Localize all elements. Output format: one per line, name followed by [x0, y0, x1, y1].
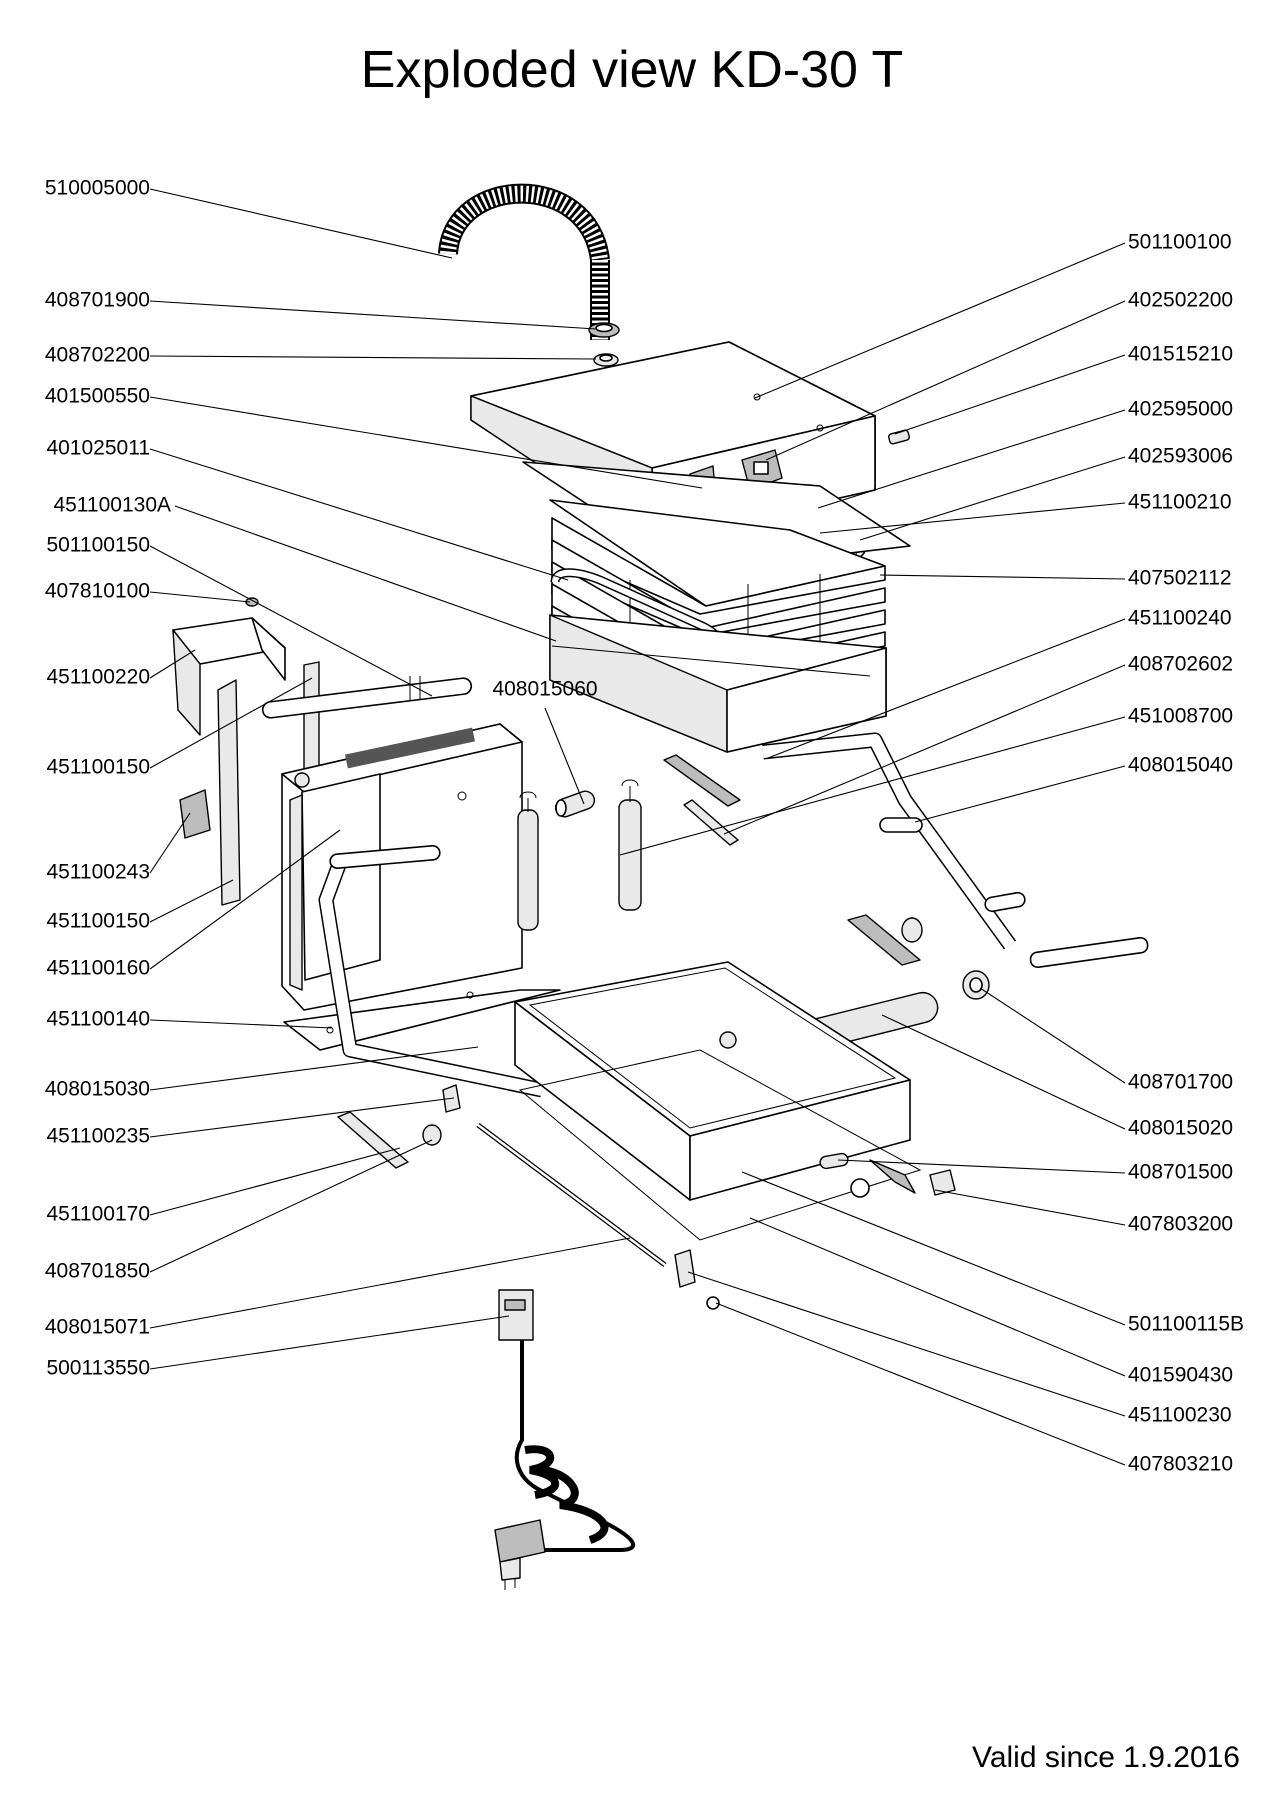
- bushing: [554, 790, 596, 818]
- ball-foot: [706, 1296, 720, 1310]
- label-510005000: 510005000: [45, 177, 150, 200]
- foot-bracket: [850, 1159, 956, 1198]
- label-451100243: 451100243: [46, 861, 150, 884]
- upper-rod: [261, 676, 473, 719]
- rail-408702602: [683, 799, 739, 846]
- clamp-roller: [901, 917, 923, 943]
- spacer-nut: [422, 1124, 442, 1146]
- label-451008700: 451008700: [1128, 705, 1233, 728]
- rail-451100240: [663, 754, 741, 807]
- page-title: Exploded view KD-30 T: [361, 41, 903, 99]
- label-401590430: 401590430: [1128, 1364, 1233, 1387]
- heating-tray: [549, 614, 887, 753]
- hose-grommet: [588, 322, 620, 338]
- label-402593006: 402593006: [1128, 445, 1233, 468]
- clamp-bracket: [847, 914, 921, 966]
- hose-nut: [593, 353, 619, 367]
- label-407803210: 407803210: [1128, 1453, 1233, 1476]
- label-401025011: 401025011: [46, 437, 150, 460]
- label-408701900: 408701900: [45, 289, 150, 312]
- label-401515210: 401515210: [1128, 343, 1233, 366]
- label-501100115B: 501100115B: [1128, 1313, 1244, 1336]
- label-408702200: 408702200: [45, 344, 150, 367]
- label-402502200: 402502200: [1128, 289, 1233, 312]
- lever-rod-right: [762, 732, 1149, 969]
- label-408015040: 408015040: [1128, 754, 1233, 777]
- label-408702602: 408702602: [1128, 653, 1233, 676]
- corrugated-hose: [438, 183, 610, 340]
- indicator-lamp: [888, 429, 910, 445]
- label-408701700: 408701700: [1128, 1071, 1233, 1094]
- label-500113550: 500113550: [46, 1357, 150, 1380]
- label-408015020: 408015020: [1128, 1117, 1233, 1140]
- label-408015060: 408015060: [492, 678, 597, 701]
- part-labels-left: 510005000 408701900 408702200 401500550 …: [45, 177, 171, 1380]
- label-451100210: 451100210: [1128, 491, 1232, 514]
- roller: [962, 970, 990, 1000]
- bracket-451100230: [674, 1249, 696, 1288]
- label-451100150-upper: 451100150: [46, 756, 150, 779]
- lever-tab: [337, 1111, 409, 1169]
- label-408701500: 408701500: [1128, 1161, 1233, 1184]
- spring-strut-left: [517, 791, 539, 931]
- bolt: [819, 1152, 849, 1170]
- leader-lines: [149, 188, 1126, 1466]
- label-401500550: 401500550: [45, 385, 150, 408]
- part-labels-right: 501100100 402502200 401515210 402595000 …: [1128, 231, 1244, 1476]
- label-407803200: 407803200: [1128, 1213, 1233, 1236]
- label-451100240: 451100240: [1128, 607, 1232, 630]
- long-rod: [476, 1122, 667, 1268]
- label-408015030: 408015030: [45, 1078, 150, 1101]
- label-451100150-lower: 451100150: [46, 910, 150, 933]
- label-451100220: 451100220: [46, 666, 150, 689]
- label-407502112: 407502112: [1128, 567, 1232, 590]
- small-bracket: [179, 789, 211, 839]
- label-501100100: 501100100: [1128, 231, 1232, 254]
- validity-note: Valid since 1.9.2016: [972, 1741, 1240, 1774]
- label-451100235: 451100235: [46, 1125, 150, 1148]
- label-501100150: 501100150: [46, 534, 150, 557]
- label-451100230: 451100230: [1128, 1404, 1232, 1427]
- label-451100140: 451100140: [46, 1008, 150, 1031]
- left-bracket: [172, 617, 286, 736]
- side-frame: [281, 723, 523, 1011]
- label-451100130A: 451100130A: [53, 494, 171, 517]
- bottom-plate: [518, 1049, 922, 1241]
- vertical-bar-lower: [217, 679, 241, 906]
- drip-tray: [514, 961, 911, 1201]
- spring-strut-right: [618, 779, 642, 911]
- label-402595000: 402595000: [1128, 398, 1233, 421]
- label-451100160: 451100160: [46, 957, 150, 980]
- power-cord: [494, 1289, 636, 1590]
- label-451100170: 451100170: [46, 1203, 150, 1226]
- label-407810100: 407810100: [45, 580, 150, 603]
- label-408701850: 408701850: [45, 1260, 150, 1283]
- label-408015071: 408015071: [45, 1316, 150, 1339]
